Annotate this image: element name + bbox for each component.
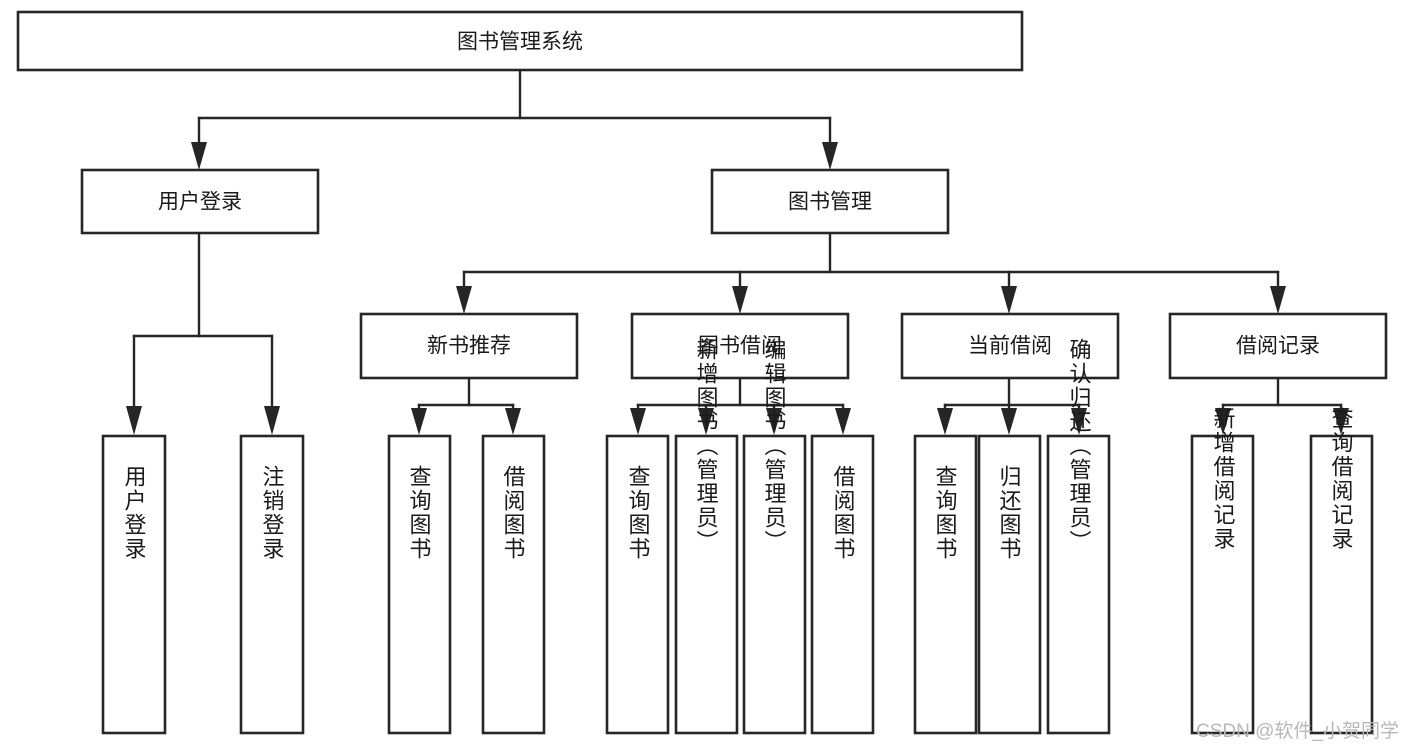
arrow-head-leaf-borrow-book-1 [505, 408, 521, 435]
node-book-borrow-label: 图书借阅 [698, 335, 782, 358]
leaf-edit-book-label: 编辑图书（管理员） [762, 338, 787, 554]
leaf-borrow-book-2[interactable]: 借阅图书 [810, 434, 875, 735]
node-new-book-rec-label: 新书推荐 [427, 335, 511, 358]
leaf-query-book-3-box[interactable] [913, 434, 978, 735]
csdn-watermark: CSDN @软件_小贺同学 [1196, 721, 1399, 742]
leaf-confirm-return-label: 确认归还（管理员） [1067, 338, 1092, 554]
leaf-borrow-book-1-box[interactable] [481, 434, 546, 735]
leaf-add-record[interactable]: 新增借阅记录 [1190, 407, 1255, 735]
node-new-book-rec-box[interactable] [359, 312, 579, 380]
leaf-borrow-book-1-label: 借阅图书 [501, 465, 526, 561]
leaf-query-book-1[interactable]: 查询图书 [387, 434, 452, 735]
node-book-borrow-box[interactable] [630, 312, 850, 380]
leaf-borrow-book-2-box[interactable] [810, 434, 875, 735]
leaf-query-book-1-label: 查询图书 [407, 465, 432, 561]
arrow-head-leaf-add-record [1215, 408, 1231, 435]
leaf-user-login[interactable]: 用户登录 [101, 434, 167, 735]
arrow-head-leaf-return-book [1001, 408, 1017, 435]
leaf-add-record-box[interactable] [1190, 434, 1255, 735]
arrow-head-leaf-borrow-book-2 [835, 408, 851, 435]
arrow-head-leaf-query-book-3 [937, 408, 953, 435]
node-book-borrow[interactable]: 图书借阅 [630, 312, 850, 380]
arrow-head-leaf-query-record [1333, 408, 1349, 435]
arrow-head-leaf-edit-book [766, 408, 782, 435]
arrow-head-leaf-query-book-2 [630, 408, 646, 435]
leaf-confirm-return-box[interactable] [1046, 434, 1111, 735]
node-borrow-record-box[interactable] [1168, 312, 1388, 380]
leaf-logout-label: 注销登录 [260, 465, 285, 561]
node-new-book-rec[interactable]: 新书推荐 [359, 312, 579, 380]
leaf-add-record-label: 新增借阅记录 [1211, 407, 1236, 551]
leaf-logout-box[interactable] [239, 434, 305, 735]
arrow-head-leaf-add-book [698, 408, 714, 435]
node-user-login-label: 用户登录 [158, 191, 242, 214]
leaf-return-book-label: 归还图书 [997, 465, 1022, 561]
leaf-borrow-book-2-label: 借阅图书 [831, 465, 856, 561]
arrow-head-user-login [191, 142, 207, 170]
arrow-head-new-book-rec [456, 286, 472, 314]
leaf-edit-book[interactable]: 编辑图书（管理员） [742, 338, 807, 735]
leaf-query-book-2[interactable]: 查询图书 [605, 434, 670, 735]
leaf-user-login-box[interactable] [101, 434, 167, 735]
leaf-add-book-box[interactable] [674, 434, 739, 735]
arrow-head-leaf-logout [264, 406, 280, 435]
leaf-query-book-2-box[interactable] [605, 434, 670, 735]
node-user-login-box[interactable] [80, 168, 320, 235]
node-book-manage[interactable]: 图书管理 [710, 168, 950, 235]
connector-layer [126, 68, 1349, 435]
leaf-logout[interactable]: 注销登录 [239, 434, 305, 735]
node-borrow-record[interactable]: 借阅记录 [1168, 312, 1388, 380]
node-current-borrow[interactable]: 当前借阅 [900, 312, 1120, 380]
node-root-label: 图书管理系统 [457, 31, 583, 54]
leaf-query-book-3[interactable]: 查询图书 [913, 434, 978, 735]
leaf-query-book-1-box[interactable] [387, 434, 452, 735]
arrow-head-leaf-confirm-return [1071, 408, 1087, 435]
arrow-head-borrow-record [1270, 286, 1286, 314]
arrow-head-book-manage [822, 142, 838, 170]
leaf-query-book-3-label: 查询图书 [933, 465, 958, 561]
leaf-return-book-box[interactable] [977, 434, 1042, 735]
leaf-query-book-2-label: 查询图书 [626, 465, 651, 561]
leaf-add-book[interactable]: 新增图书（管理员） [674, 338, 739, 735]
leaf-return-book[interactable]: 归还图书 [977, 434, 1042, 735]
leaf-query-record-box[interactable] [1309, 434, 1374, 735]
node-book-manage-label: 图书管理 [788, 191, 872, 214]
node-current-borrow-box[interactable] [900, 312, 1120, 380]
node-borrow-record-label: 借阅记录 [1236, 335, 1320, 358]
leaf-query-record[interactable]: 查询借阅记录 [1309, 407, 1374, 735]
node-root[interactable]: 图书管理系统 [16, 10, 1024, 72]
node-current-borrow-label: 当前借阅 [968, 335, 1052, 358]
leaf-query-record-label: 查询借阅记录 [1329, 407, 1354, 551]
node-book-manage-box[interactable] [710, 168, 950, 235]
arrow-head-leaf-user-login [126, 406, 142, 435]
leaf-edit-book-box[interactable] [742, 434, 807, 735]
leaf-borrow-book-1[interactable]: 借阅图书 [481, 434, 546, 735]
node-user-login[interactable]: 用户登录 [80, 168, 320, 235]
arrow-head-current-borrow [1001, 286, 1017, 314]
leaf-add-book-label: 新增图书（管理员） [694, 338, 719, 554]
arrow-head-leaf-query-book-1 [411, 408, 427, 435]
node-root-box[interactable] [16, 10, 1024, 72]
leaf-user-login-label: 用户登录 [122, 465, 147, 561]
arrow-head-book-borrow [732, 286, 748, 314]
leaf-confirm-return[interactable]: 确认归还（管理员） [1046, 338, 1111, 735]
